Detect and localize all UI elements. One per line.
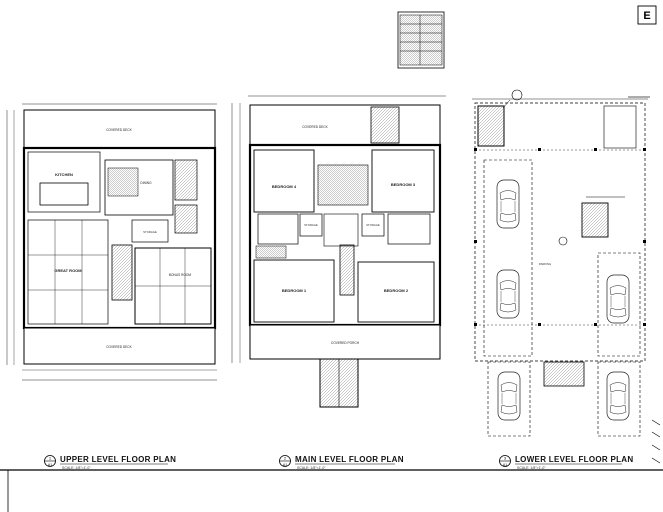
lower-level-title: LOWER LEVEL FLOOR PLAN xyxy=(515,455,633,464)
right-edge-marks xyxy=(651,419,661,464)
car-icon xyxy=(606,274,630,324)
main-top-deck-label: COVERED DECK xyxy=(302,125,328,129)
svg-text:A1: A1 xyxy=(283,463,287,467)
main-level-floor-plan: COVERED DECK BEDROOM 4 BEDROOM 3 STORAGE… xyxy=(231,95,446,470)
upper-level-title: UPPER LEVEL FLOOR PLAN xyxy=(60,455,176,464)
upper-bottom-deck-label: COVERED DECK xyxy=(106,345,132,349)
car-icon xyxy=(496,179,520,229)
upper-level-floor-plan: COVERED DECK KITCHEN DINING GREAT ROOM S… xyxy=(6,103,217,470)
bedroom-3-label: BEDROOM 3 xyxy=(391,182,416,187)
main-level-scale: SCALE: 1/8"=1'-0" xyxy=(297,466,326,470)
kitchen-label: KITCHEN xyxy=(55,172,73,177)
corner-sheet-mark: E xyxy=(637,5,657,25)
great-room-label: GREAT ROOM xyxy=(54,268,82,273)
storage-b-label: STORAGE xyxy=(366,223,380,227)
svg-text:E: E xyxy=(643,10,650,22)
svg-text:3: 3 xyxy=(504,456,507,461)
bedroom-1-label: BEDROOM 1 xyxy=(282,288,307,293)
lower-level-floor-plan: PARKING 3 A1 LOWER LEVEL FLOOR PLAN SCAL… xyxy=(472,89,650,470)
dining-label: DINING xyxy=(140,181,152,185)
svg-text:2: 2 xyxy=(284,456,287,461)
lower-level-scale: SCALE: 1/8"=1'-0" xyxy=(517,466,546,470)
bonus-room-label: BONUS ROOM xyxy=(169,273,191,277)
bedroom-4-label: BEDROOM 4 xyxy=(272,184,297,189)
car-icon xyxy=(497,371,521,421)
main-bottom-deck-label: COVERED PORCH xyxy=(331,341,360,345)
storage-label: STORAGE xyxy=(143,230,157,234)
parking-label: PARKING xyxy=(539,262,551,266)
car-icon xyxy=(606,371,630,421)
title-block xyxy=(397,11,445,69)
bedroom-2-label: BEDROOM 2 xyxy=(384,288,409,293)
storage-a-label: STORAGE xyxy=(304,223,318,227)
svg-text:1: 1 xyxy=(49,456,52,461)
svg-text:A1: A1 xyxy=(503,463,507,467)
main-level-title: MAIN LEVEL FLOOR PLAN xyxy=(295,455,404,464)
upper-top-deck-label: COVERED DECK xyxy=(106,128,132,132)
svg-text:A1: A1 xyxy=(48,463,52,467)
upper-level-scale: SCALE: 1/8"=1'-0" xyxy=(62,466,91,470)
car-icon xyxy=(496,269,520,319)
